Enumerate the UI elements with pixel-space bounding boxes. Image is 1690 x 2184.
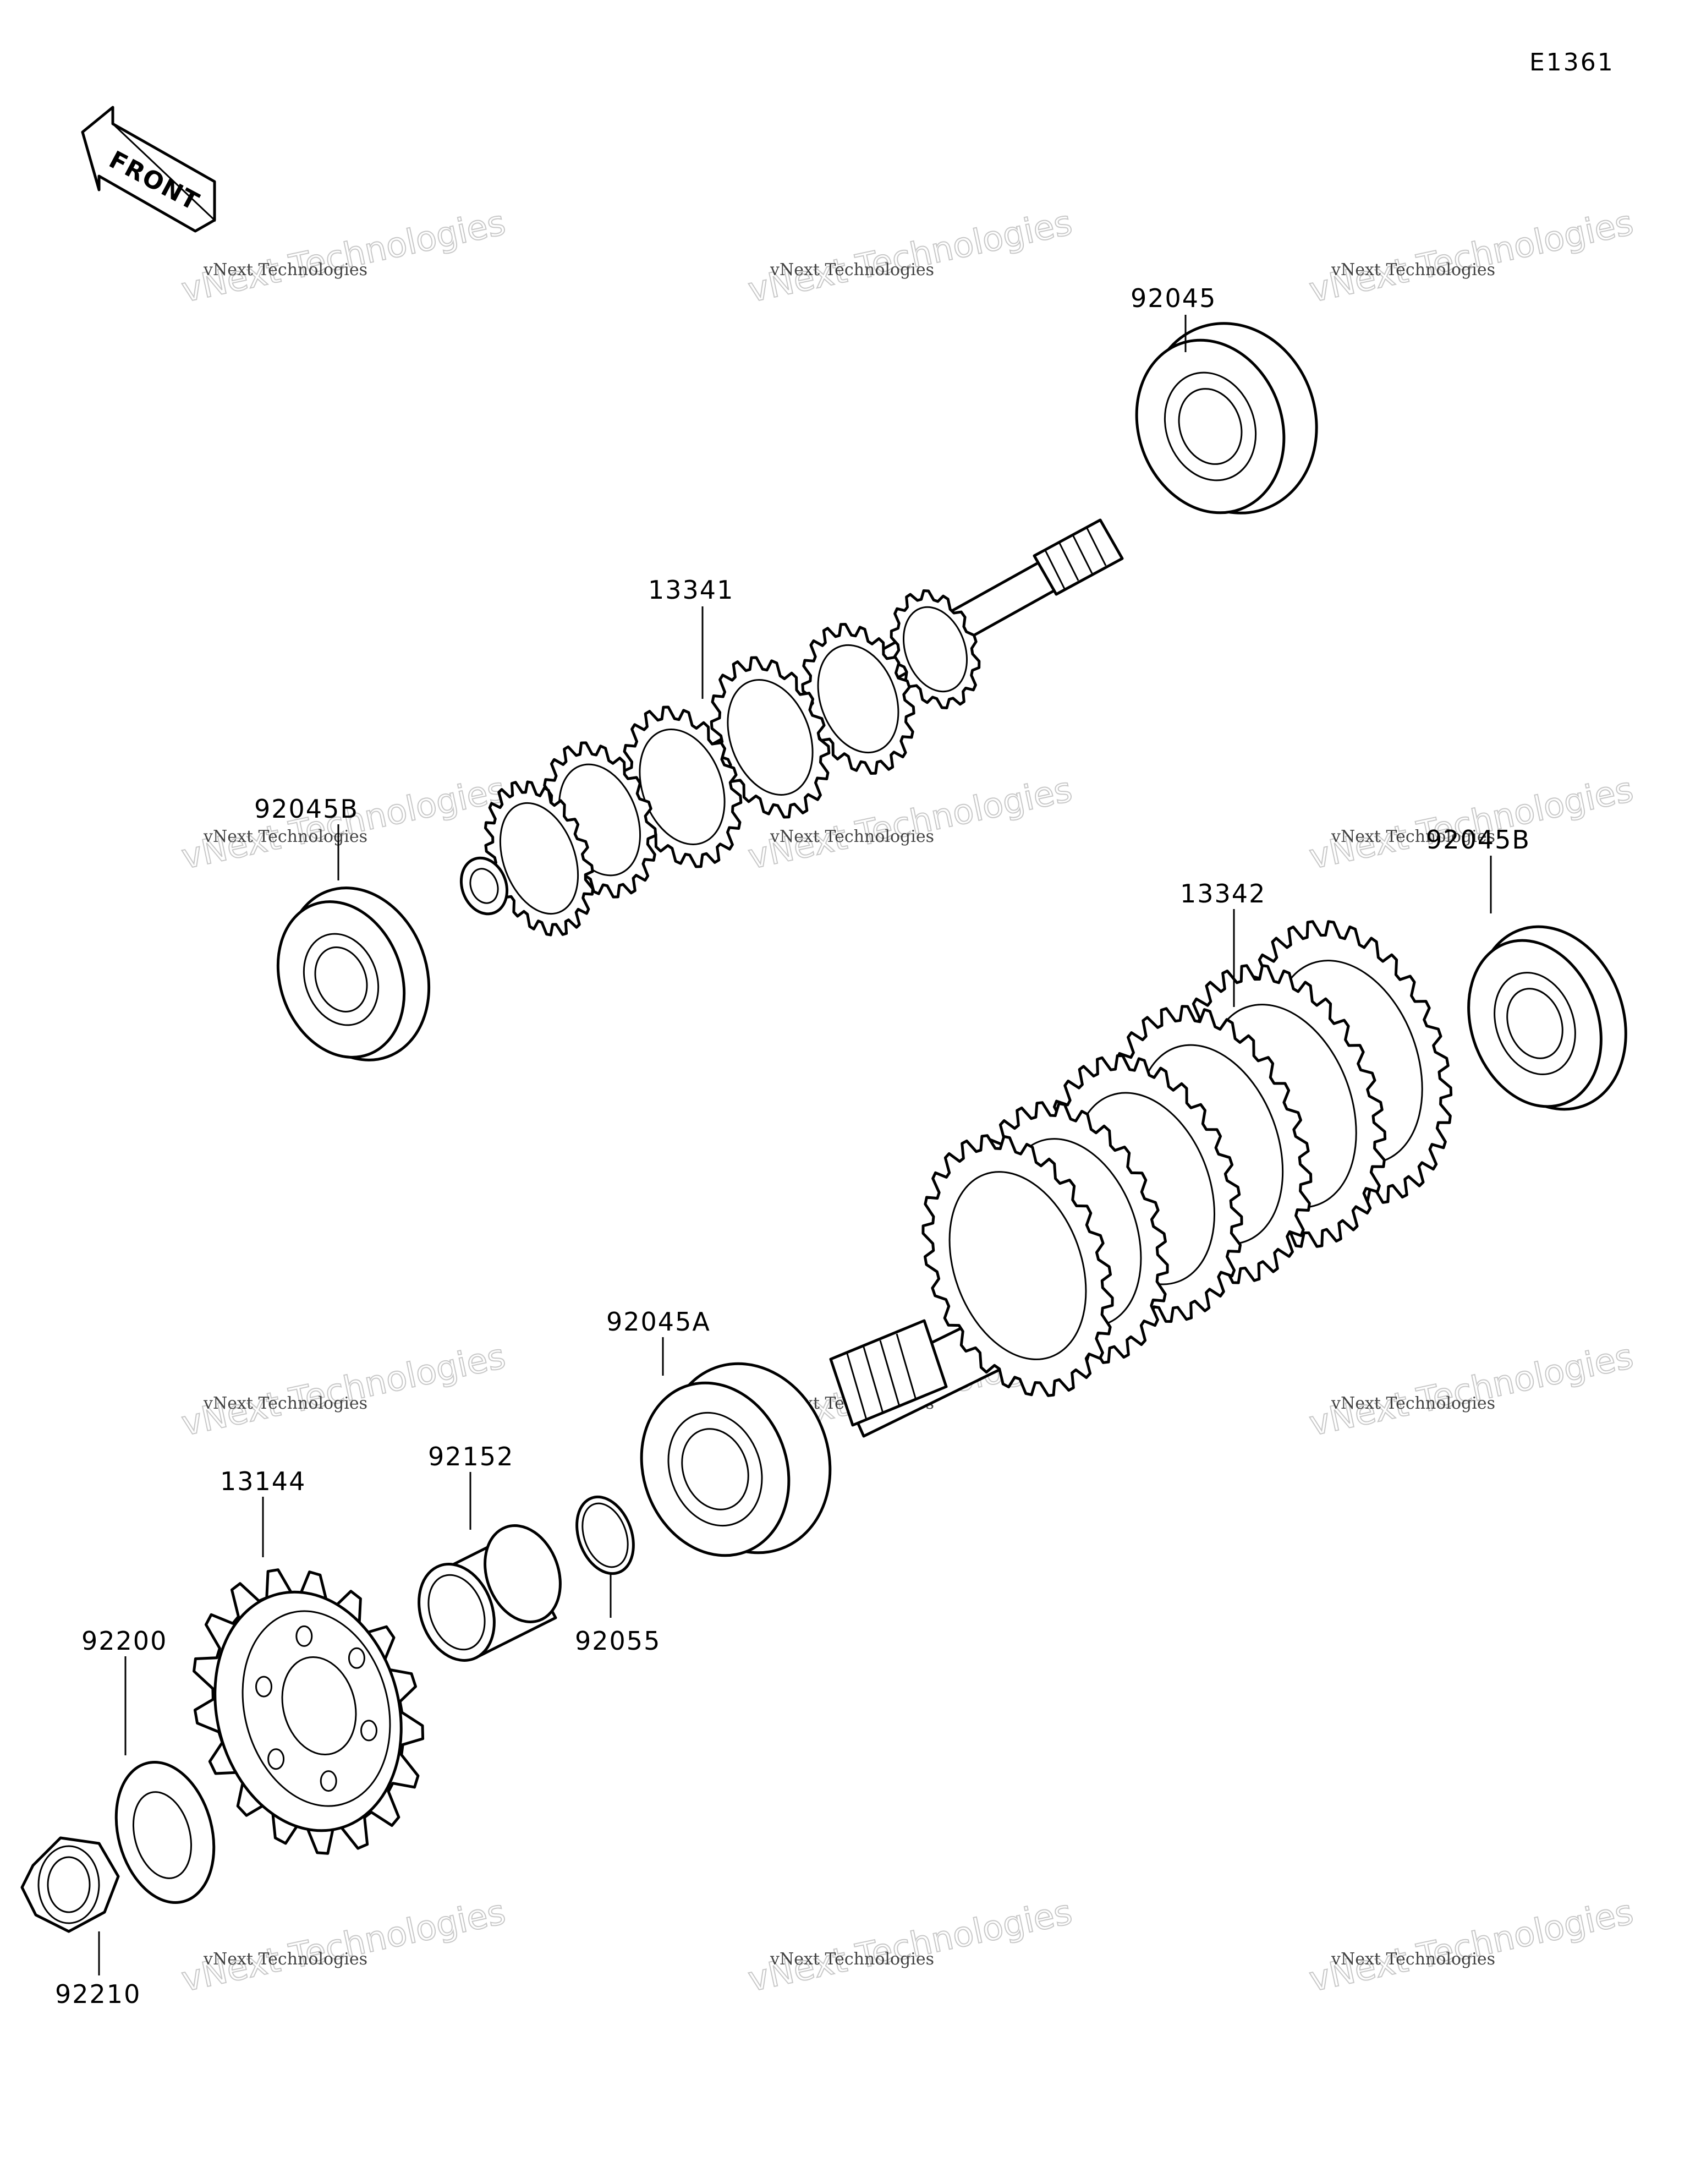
sprocket-13144 <box>193 1568 425 1855</box>
sprocket-hole <box>348 1647 365 1669</box>
svg-text:vNext Technologies: vNext Technologies <box>1331 827 1495 846</box>
label-92210: 92210 <box>55 1979 141 2009</box>
svg-text:vNext Technologies: vNext Technologies <box>178 1892 509 2000</box>
label-13341: 13341 <box>648 575 734 605</box>
input-shaft-13341 <box>459 518 1124 937</box>
bearing-92045B-right <box>1467 925 1627 1111</box>
svg-text:vNext Technologies: vNext Technologies <box>203 260 367 280</box>
svg-text:vNext Technologies: vNext Technologies <box>1306 1336 1637 1444</box>
svg-text:vNext Technologies: vNext Technologies <box>1306 769 1637 877</box>
svg-text:vNext Technologies: vNext Technologies <box>178 202 509 310</box>
front-arrow-icon: FRONT <box>81 106 216 233</box>
svg-text:vNext Technologies: vNext Technologies <box>1331 260 1495 280</box>
sprocket-hole <box>267 1748 285 1770</box>
washer-92200 <box>114 1761 216 1904</box>
svg-text:vNext Technologies: vNext Technologies <box>770 260 934 280</box>
leader-lines <box>98 315 1492 1975</box>
svg-text:vNext Technologies: vNext Technologies <box>203 1394 367 1413</box>
svg-text:vNext Technologies: vNext Technologies <box>1331 1394 1495 1413</box>
output-shaft-13342 <box>829 920 1453 1438</box>
bearing-92045A <box>640 1362 832 1557</box>
svg-text:vNext Technologies: vNext Technologies <box>203 1950 367 1969</box>
bearing-92045 <box>1135 322 1318 514</box>
sprocket-hole <box>360 1720 377 1742</box>
svg-text:vNext Technologies: vNext Technologies <box>770 827 934 846</box>
label-92200: 92200 <box>81 1626 167 1656</box>
sprocket-hole <box>255 1676 272 1698</box>
label-92152: 92152 <box>428 1442 514 1471</box>
label-92045: 92045 <box>1131 283 1216 313</box>
collar-92152 <box>418 1524 562 1662</box>
sprocket-hole <box>320 1770 337 1792</box>
sprocket-hole <box>295 1625 313 1647</box>
svg-text:vNext Technologies: vNext Technologies <box>745 202 1076 310</box>
svg-text:vNext Technologies: vNext Technologies <box>770 1950 934 1969</box>
label-92055: 92055 <box>575 1626 661 1656</box>
svg-text:vNext Technologies: vNext Technologies <box>745 1892 1076 2000</box>
svg-text:vNext Technologies: vNext Technologies <box>1306 202 1637 310</box>
nut-92210 <box>20 1836 120 1933</box>
label-13144: 13144 <box>220 1466 306 1496</box>
bearing-92045B-left <box>276 886 431 1061</box>
label-13342: 13342 <box>1180 879 1266 908</box>
svg-text:vNext Technologies: vNext Technologies <box>1306 1892 1637 2000</box>
o-ring-92055 <box>575 1495 635 1575</box>
svg-text:vNext Technologies: vNext Technologies <box>1331 1950 1495 1969</box>
diagram-code: E1361 <box>1529 48 1615 76</box>
label-92045A: 92045A <box>606 1307 711 1337</box>
svg-text:vNext Technologies: vNext Technologies <box>178 1336 509 1444</box>
label-92045B-left: 92045B <box>254 794 359 824</box>
svg-text:vNext Technologies: vNext Technologies <box>203 827 367 846</box>
output-gear-6 <box>921 1134 1114 1397</box>
input-gear-2 <box>801 623 915 775</box>
label-92045B-right: 92045B <box>1426 825 1530 855</box>
